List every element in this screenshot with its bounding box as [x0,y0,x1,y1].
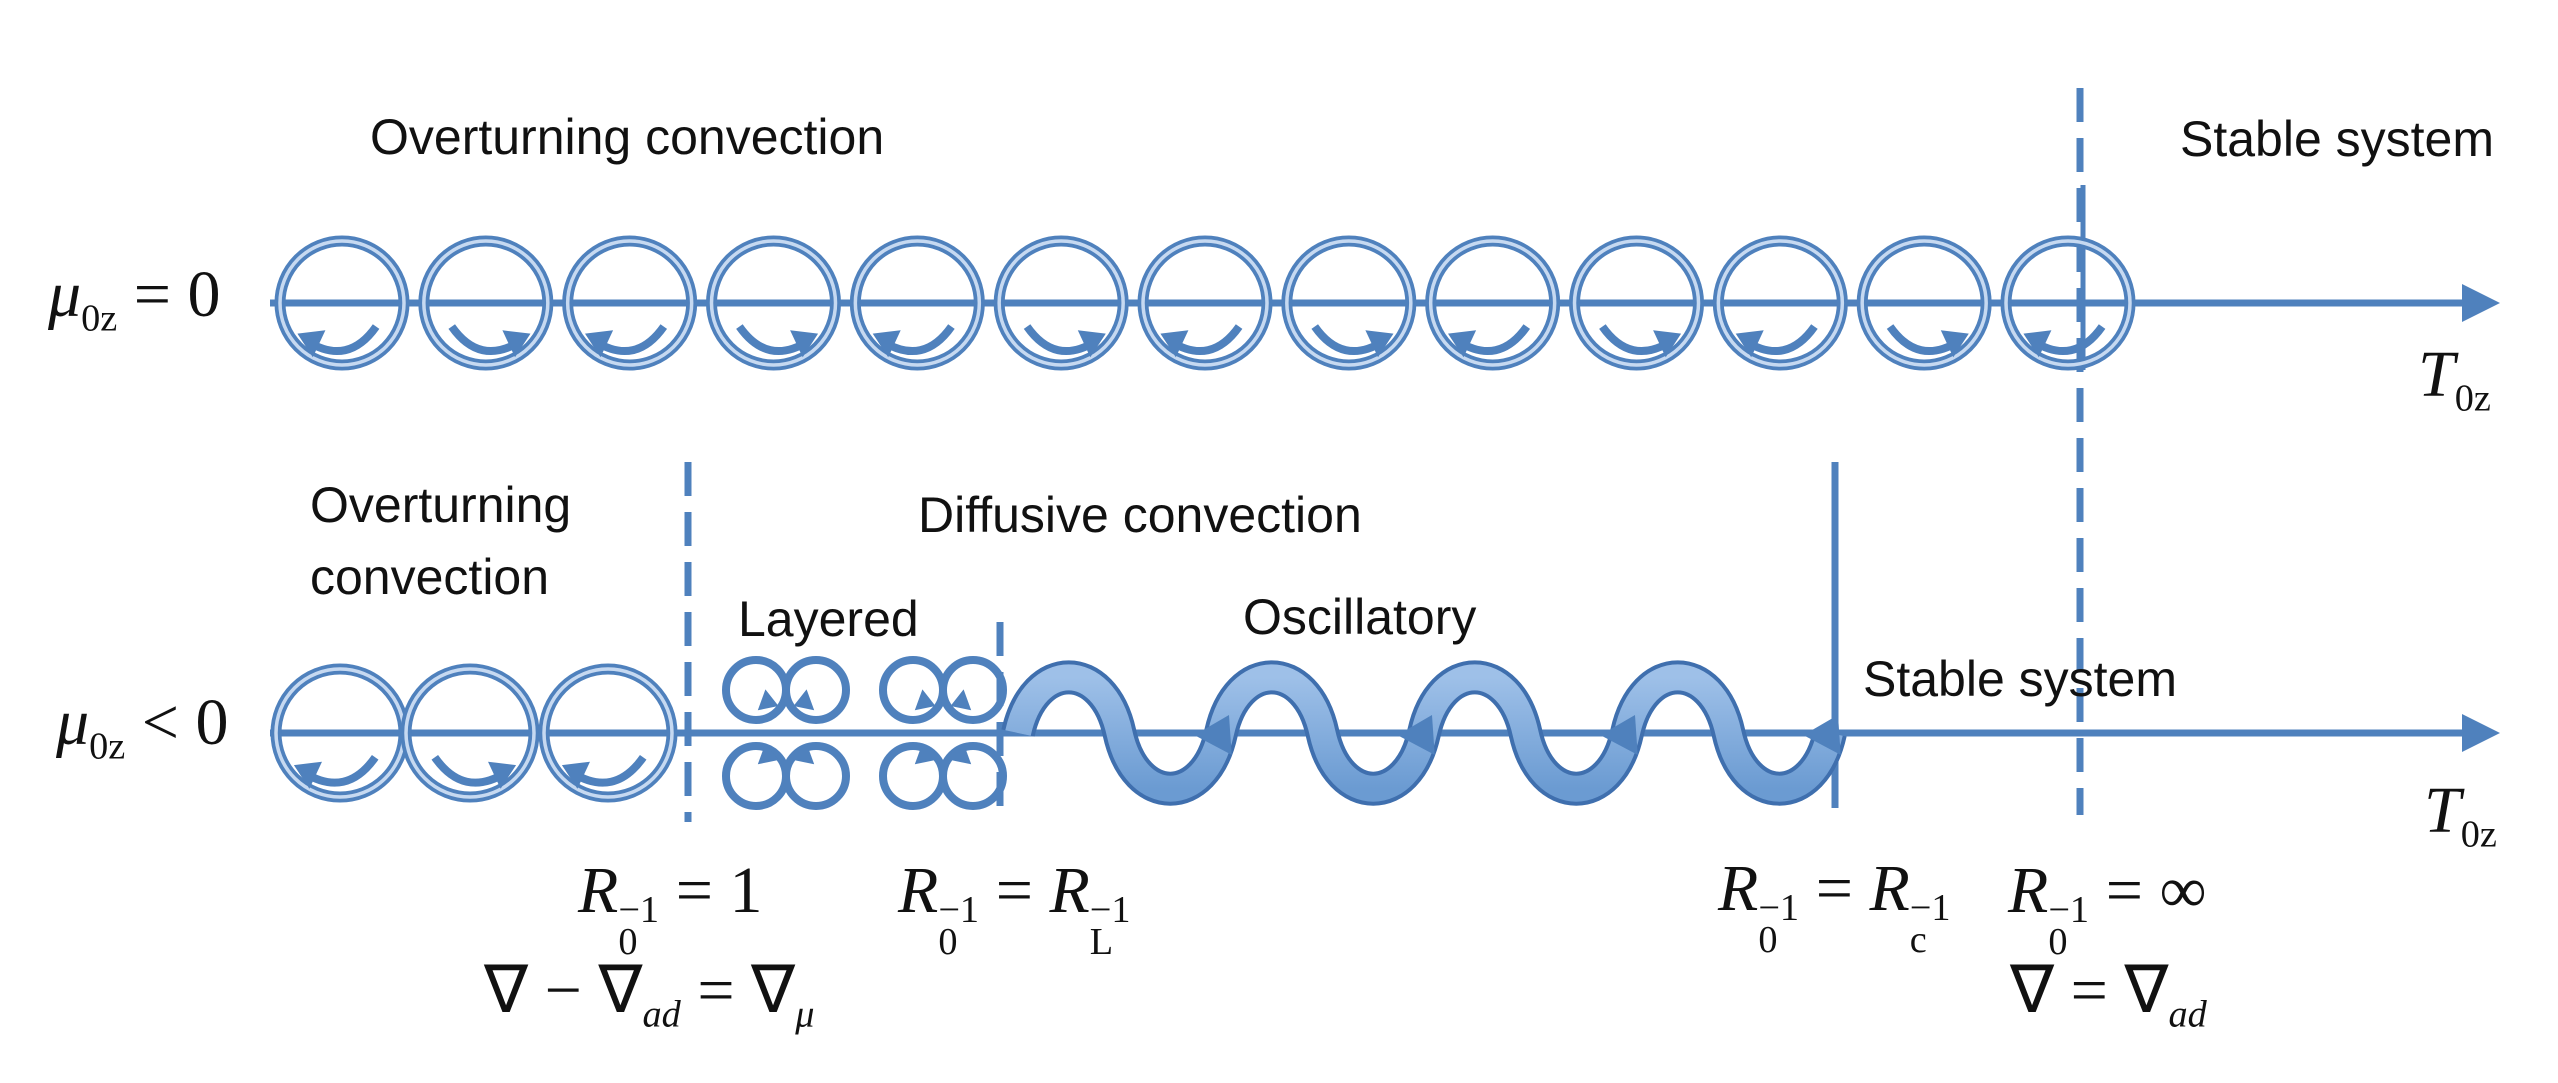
layered-cell-pair [879,656,1007,724]
top-axis [270,284,2500,322]
bottom-overturning-label-2: convection [310,549,550,605]
bottom-stable-label: Stable system [1863,651,2178,707]
diffusive-label: Diffusive convection [918,487,1362,543]
bottom-overturning-label-1: Overturning [310,477,572,533]
top-row-mu-label: μ0z = 0 [48,258,221,340]
layered-cells [722,656,1007,810]
oscillatory-label: Oscillatory [1243,589,1477,645]
bottom-convection-cells [270,663,678,803]
bottom-row-mu-label: μ0z < 0 [56,686,229,768]
convection-cell [1425,235,1561,371]
convection-cell [706,235,841,371]
convection-cell [1569,235,1704,371]
convection-cell [400,663,540,803]
convection-cell [1856,235,1992,371]
top-stable-label: Stable system [2180,111,2495,167]
top-convection-cells [274,235,2136,371]
gradient-label-mu: ∇ − ∇ad = ∇μ [484,954,815,1036]
bottom-axis-t-label: T0z [2424,774,2497,856]
top-overturning-label: Overturning convection [370,109,885,165]
convection-cell [2000,235,2136,371]
layered-label: Layered [738,591,919,647]
top-axis-t-label: T0z [2418,338,2491,420]
oscillatory-waves [1001,660,1847,806]
layered-cell-pair [722,742,850,810]
convection-cell [1712,235,1848,371]
layered-cell-pair [879,742,1007,810]
convection-cell [562,235,698,371]
layered-cell-pair [722,656,850,724]
convection-cell [1137,235,1273,371]
convection-cell [849,235,985,371]
bottom-axis [270,714,2500,752]
convection-cell [1281,235,1417,371]
convection-cell [418,235,554,371]
convection-cell [538,663,678,803]
convection-cell [274,235,410,371]
gradient-label-ad: ∇ = ∇ad [2010,954,2207,1036]
convection-cell [993,235,1129,371]
